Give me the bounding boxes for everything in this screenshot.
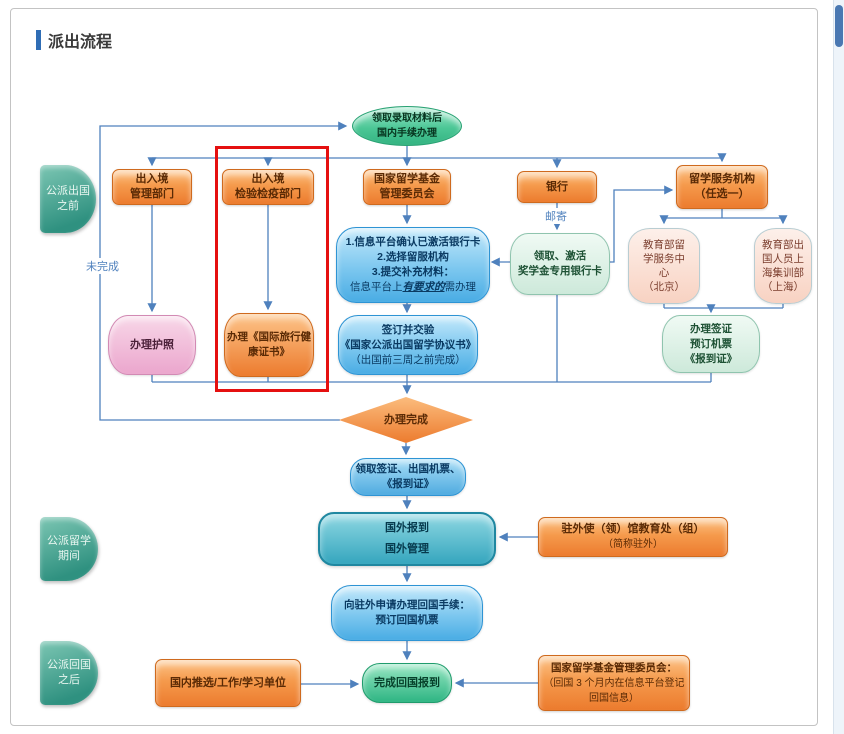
page-title: 派出流程 — [48, 34, 113, 51]
node-platform-steps: 1.信息平台确认已激活银行卡 2.选择留服机构 3.提交补充材料： 信息平台上有… — [336, 227, 490, 303]
node-return-done: 完成回国报到 — [362, 663, 452, 703]
node-csc: 国家留学基金 管理委员会 — [363, 169, 451, 205]
node-return-apply: 向驻外申请办理回国手续： 预订回国机票 — [331, 585, 483, 641]
title-accent-bar — [36, 30, 41, 50]
node-service-org: 留学服务机构 （任选一） — [676, 165, 768, 209]
mail-label: 邮寄 — [543, 208, 569, 224]
phase-before-departure: 公派出国 之前 — [40, 165, 96, 233]
node-beijing-center: 教育部留 学服务中 心 （北京） — [628, 228, 700, 304]
node-shanghai-center: 教育部出 国人员上 海集训部 （上海） — [754, 228, 812, 304]
node-pickup: 领取签证、出国机票、 《报到证》 — [350, 458, 466, 496]
node-embassy: 驻外使（领）馆教育处（组） （简称驻外） — [538, 517, 728, 557]
highlight-red-rectangle — [215, 146, 329, 392]
node-domestic-unit: 国内推选/工作/学习单位 — [155, 659, 301, 707]
node-entry-exit-inspection: 出入境 检验检疫部门 — [222, 169, 314, 205]
scrollbar-track[interactable] — [833, 0, 844, 734]
node-start: 领取录取材料后 国内手续办理 — [352, 106, 462, 146]
incomplete-label: 未完成 — [84, 258, 121, 274]
node-entry-exit-admin: 出入境 管理部门 — [112, 169, 192, 205]
node-passport: 办理护照 — [108, 315, 196, 375]
phase-after-return: 公派回国 之后 — [40, 641, 98, 705]
node-visa-ticket: 办理签证 预订机票 《报到证》 — [662, 315, 760, 373]
scrollbar-thumb[interactable] — [835, 5, 843, 47]
node-agreement: 签订并交验 《国家公派出国留学协议书》 （出国前三周之前完成） — [338, 315, 478, 375]
phase-during-study: 公派留学 期间 — [40, 517, 98, 581]
node-csc-return: 国家留学基金管理委员会： （回国 3 个月内在信息平台登记 回国信息） — [538, 655, 690, 711]
node-bank: 银行 — [517, 171, 597, 203]
node-bank-card: 领取、激活 奖学金专用银行卡 — [510, 233, 610, 295]
node-health-cert: 办理《国际旅行健 康证书》 — [224, 313, 314, 377]
node-abroad: 国外报到 国外管理 — [318, 512, 496, 566]
